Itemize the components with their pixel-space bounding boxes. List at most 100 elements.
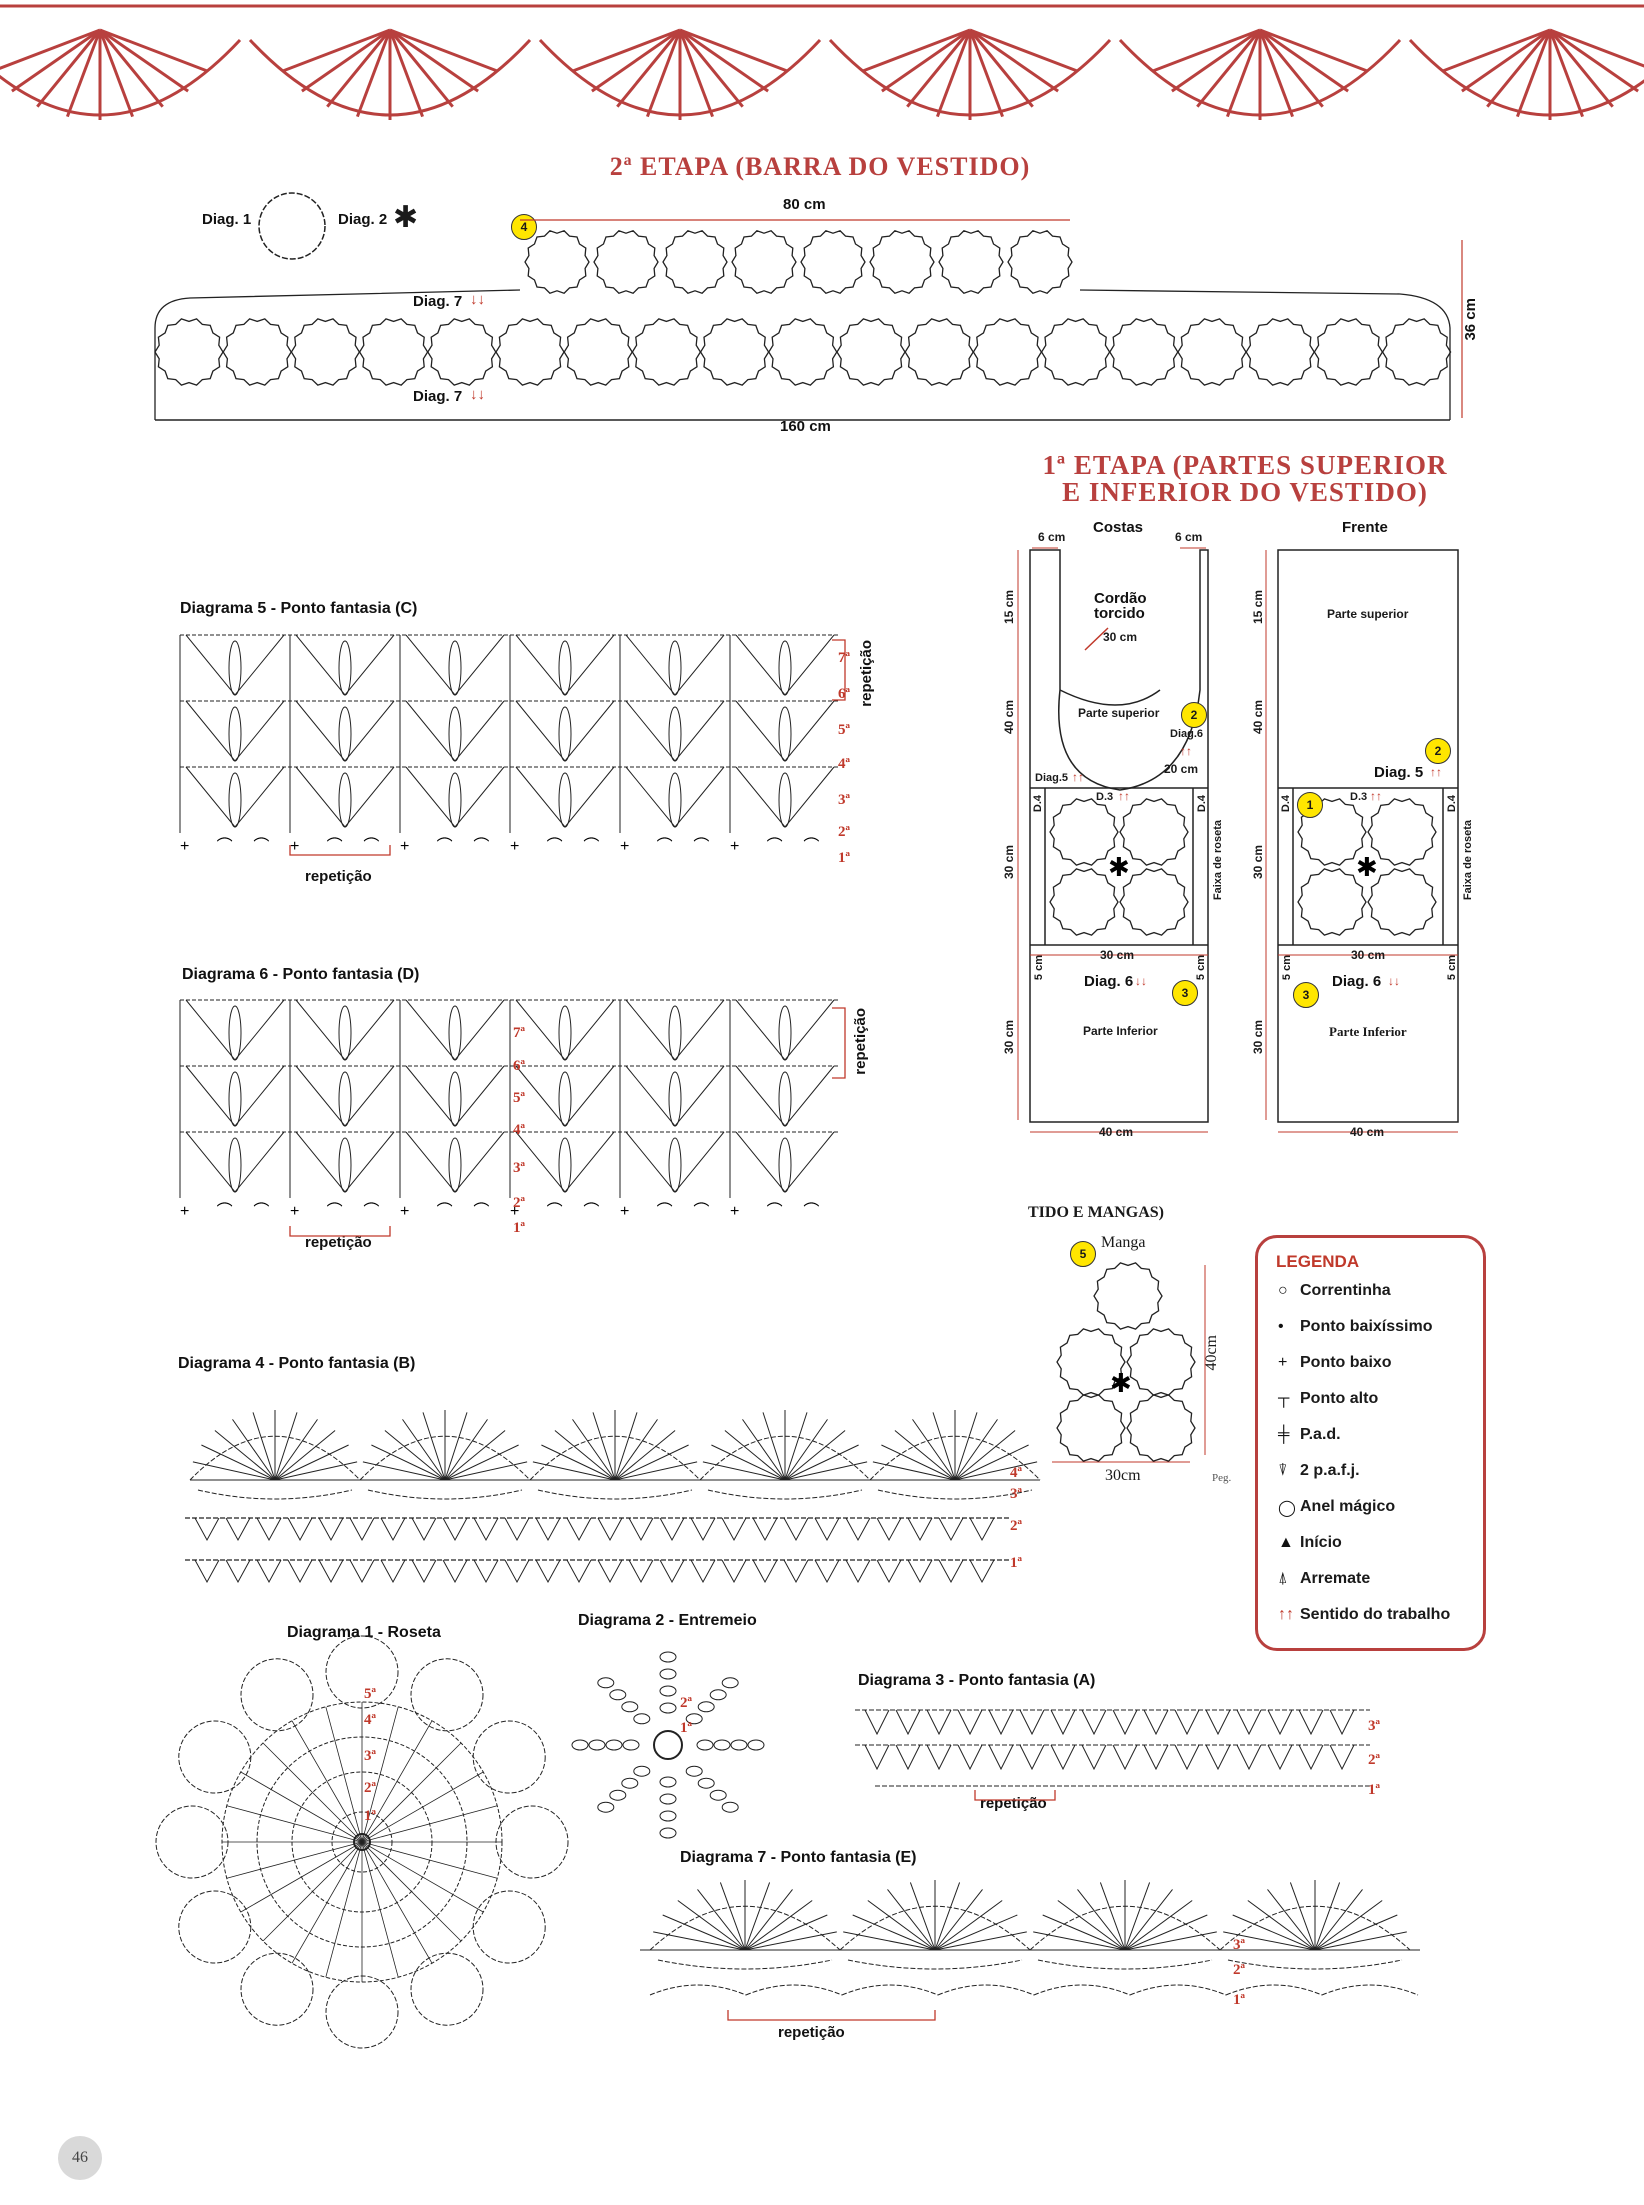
- d3-v-stitch: [926, 1744, 952, 1771]
- d4-v-stitch: [969, 1559, 995, 1584]
- diag2-label: Diag. 2: [338, 211, 388, 228]
- d7-chain-loop: [657, 1959, 833, 1970]
- lace-stroke: [36, 29, 102, 108]
- d7-fan-edge: [649, 1905, 841, 1951]
- arrows-down-icon: ↓↓: [1135, 974, 1147, 988]
- legend-item: Correntinha: [1300, 1282, 1391, 1299]
- d7-chain-arc: [1321, 1984, 1419, 1996]
- arrows-up-icon: ↑↑: [1118, 789, 1130, 803]
- d4-v-stitch: [845, 1559, 871, 1584]
- costas-cordao-len: 30 cm: [1103, 630, 1138, 644]
- d4-v-stitch: [318, 1559, 344, 1584]
- lace-stroke: [1442, 28, 1551, 73]
- arrows-up-icon: ↑↑: [1430, 765, 1442, 779]
- barra-top-rosette: [662, 230, 728, 294]
- d6-petal: [558, 1071, 572, 1127]
- d6-base-stitch: ⌒: [803, 1202, 819, 1220]
- d4-fan-stitch: [274, 1444, 349, 1481]
- double-crochet-icon: ┬: [1278, 1390, 1290, 1407]
- d4-fan-stitch: [554, 1430, 616, 1481]
- lace-stroke: [591, 28, 681, 93]
- d5-petal: [778, 772, 792, 828]
- d4-v-stitch: [225, 1517, 251, 1542]
- magic-ring-icon: ◯: [1278, 1500, 1296, 1517]
- d5-fan: [515, 700, 615, 762]
- legend-item: P.a.d.: [1300, 1426, 1341, 1443]
- d6-petal: [338, 1137, 352, 1193]
- manga-peg: Peg.: [1212, 1472, 1232, 1484]
- lace-stroke: [301, 28, 391, 93]
- d7-fan-stitch: [934, 1931, 1027, 1951]
- d4-v-stitch: [256, 1559, 282, 1584]
- d4-fan-stitch: [192, 1461, 276, 1481]
- d1-row-label: 3ª: [364, 1748, 376, 1764]
- d4-v-stitch: [721, 1517, 747, 1542]
- d7-fan-stitch: [1099, 1882, 1126, 1951]
- lace-stroke: [1171, 28, 1261, 93]
- d4-v-stitch: [690, 1517, 716, 1542]
- d7-fan-stitch: [934, 1889, 983, 1951]
- d6-base-stitch: ⌒: [657, 1202, 673, 1220]
- star-icon: ✱: [393, 201, 419, 234]
- d7-fan-stitch: [677, 1900, 746, 1951]
- costas-rosette: [1119, 868, 1189, 936]
- d1-spoke: [361, 1771, 484, 1843]
- legend-item: Ponto baixíssimo: [1300, 1318, 1433, 1335]
- d1-spoke: [361, 1841, 498, 1879]
- d4-v-stitch: [938, 1517, 964, 1542]
- d2-chain: [605, 1739, 623, 1751]
- d4-v-stitch: [907, 1517, 933, 1542]
- d2-chain: [721, 1677, 739, 1689]
- frente-badge-2: 2: [1425, 738, 1451, 764]
- d4-v-stitch: [752, 1517, 778, 1542]
- d4-chain-loop: [537, 1489, 693, 1500]
- d3-v-stitch: [1329, 1709, 1355, 1736]
- lace-stroke: [1259, 28, 1368, 73]
- legend-item: Início: [1300, 1534, 1342, 1551]
- manga-schema: ✱: [1052, 1262, 1206, 1463]
- d3-v-stitch: [1267, 1744, 1293, 1771]
- legend-item: Ponto alto: [1300, 1390, 1379, 1407]
- d1-spoke: [361, 1720, 433, 1843]
- diag1-rosette: [258, 192, 326, 260]
- arrows-down-icon: ↓↓: [470, 291, 485, 308]
- d5-petal: [558, 772, 572, 828]
- d3-v-stitch: [864, 1709, 890, 1736]
- d7-fan-stitch: [1247, 1900, 1316, 1951]
- barra-bottom-rosette: [1245, 318, 1315, 386]
- arrows-down-icon: ↓↓: [470, 386, 485, 403]
- d3-row-label: 3ª: [1368, 1718, 1380, 1734]
- d3-v-stitch: [1236, 1744, 1262, 1771]
- arrows-up-icon: ↑↑: [1370, 789, 1382, 803]
- d6-base-stitch: +: [180, 1203, 189, 1220]
- d2-chain: [609, 1789, 627, 1801]
- d7-repeat-h: repetição: [778, 2024, 845, 2041]
- d7-fan-stitch: [1124, 1889, 1173, 1951]
- d4-v-stitch: [194, 1559, 220, 1584]
- d4-v-stitch: [566, 1559, 592, 1584]
- barra-bottom-rosette: [972, 318, 1043, 386]
- costas-cordao: Cordão: [1094, 590, 1147, 607]
- d4-v-stitch: [690, 1559, 716, 1584]
- costas-w30: 30 cm: [1100, 948, 1135, 962]
- legend-item: Sentido do trabalho: [1300, 1606, 1451, 1623]
- d6-fan: [735, 999, 835, 1061]
- frente-parte-superior: Parte superior: [1327, 607, 1409, 621]
- d5-petal: [228, 706, 242, 762]
- d4-v-stitch: [349, 1517, 375, 1542]
- d7-fan-stitch: [653, 1931, 746, 1951]
- d4-v-stitch: [349, 1559, 375, 1584]
- barra-bottom-rosette: [1177, 318, 1247, 386]
- etapa2-title: 2ª ETAPA (BARRA DO VESTIDO): [609, 152, 1031, 181]
- d3-repeat-h: repetição: [980, 1795, 1047, 1812]
- d3-v-stitch: [1112, 1709, 1138, 1736]
- d4-v-stitch: [504, 1559, 530, 1584]
- d7-fan-stitch: [1124, 1900, 1193, 1951]
- d5-fan: [295, 766, 395, 828]
- d4-fan-edge: [869, 1435, 1041, 1481]
- d3-v-stitch: [988, 1744, 1014, 1771]
- barra-bottom-rosette: [1109, 318, 1179, 386]
- d6-fan: [185, 1131, 285, 1193]
- d4-v-stitch: [225, 1559, 251, 1584]
- etapa1-title-2: E INFERIOR DO VESTIDO): [1062, 477, 1428, 507]
